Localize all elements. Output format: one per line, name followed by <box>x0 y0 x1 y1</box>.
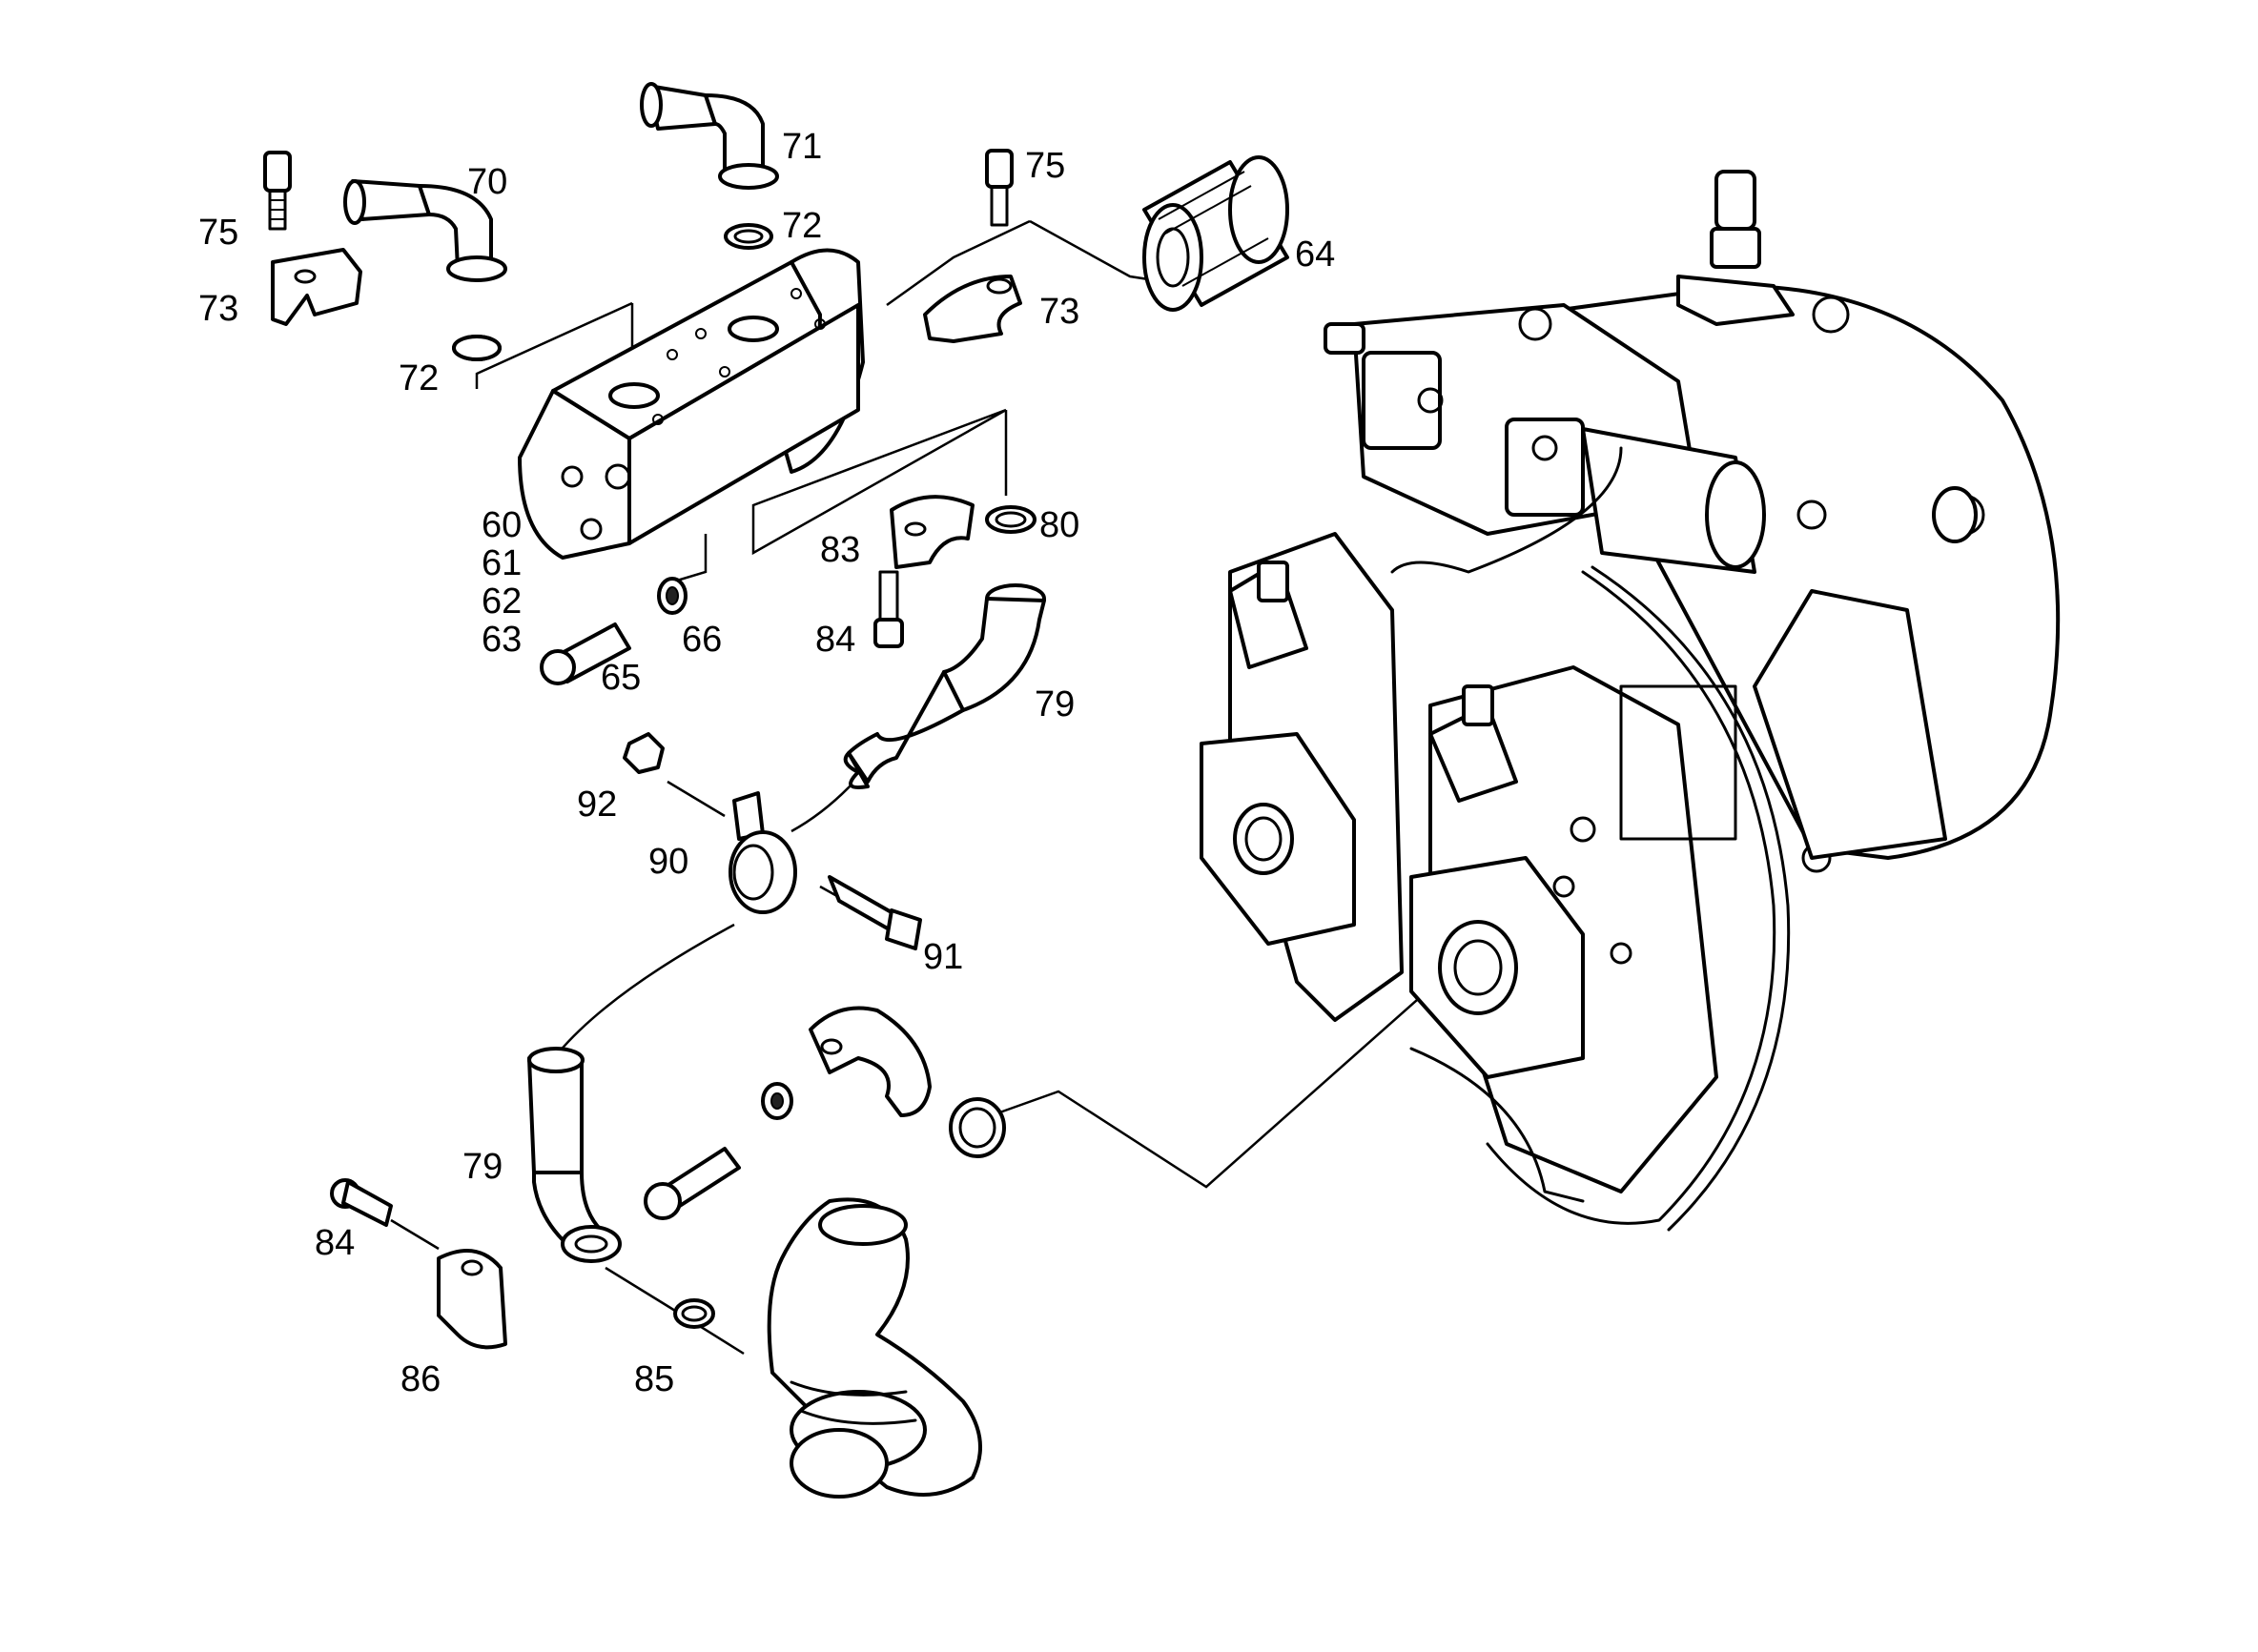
bolt-lower <box>644 1147 741 1220</box>
callout-62: 62 <box>482 581 523 622</box>
clamp-lower <box>809 1006 932 1117</box>
callout-86: 86 <box>400 1359 441 1399</box>
screw-84-top <box>873 570 904 648</box>
gear-pump-60 <box>518 248 865 560</box>
callout-90: 90 <box>648 842 689 882</box>
callout-60: 60 <box>482 505 523 545</box>
callout-80: 80 <box>1039 505 1080 545</box>
elbow-fitting-70 <box>343 179 507 361</box>
callout-92: 92 <box>577 785 618 825</box>
bolt-91 <box>828 875 922 950</box>
transmission-assembly <box>1200 170 2061 1232</box>
clamp-73-right <box>923 275 1022 343</box>
nut-92 <box>623 732 665 774</box>
callout-70: 70 <box>467 162 508 202</box>
callout-71: 71 <box>782 127 823 167</box>
bolt-65 <box>540 622 631 685</box>
callout-73-left: 73 <box>198 289 239 329</box>
callout-61: 61 <box>482 543 523 583</box>
suction-elbow <box>767 1097 1006 1499</box>
callout-65: 65 <box>601 658 642 698</box>
callout-72-left: 72 <box>399 358 440 398</box>
callout-79-bottom: 79 <box>462 1147 503 1187</box>
spline-coupling-64 <box>1142 155 1289 312</box>
clip-90 <box>729 791 797 914</box>
o-rings-72 <box>452 335 502 361</box>
leader-lines <box>390 219 1460 1356</box>
callout-63: 63 <box>482 620 523 660</box>
screw-84-bottom <box>330 1178 393 1227</box>
callout-64: 64 <box>1295 235 1336 275</box>
clamp-86 <box>437 1249 507 1350</box>
o-ring-85 <box>673 1298 715 1329</box>
callout-85: 85 <box>634 1359 675 1399</box>
callout-72-right: 72 <box>782 206 823 246</box>
callout-79-top: 79 <box>1035 684 1076 724</box>
washer-66 <box>657 577 688 615</box>
washer-lower <box>761 1082 793 1120</box>
hose-79-top <box>843 583 1046 789</box>
callout-75-left: 75 <box>198 213 239 253</box>
callout-73-right: 73 <box>1039 292 1080 332</box>
clamp-83 <box>890 495 975 569</box>
callout-75-right: 75 <box>1025 146 1066 186</box>
callout-84-top: 84 <box>815 620 856 660</box>
elbow-fitting-71 <box>640 82 779 250</box>
callout-91: 91 <box>923 937 964 977</box>
screw-75-left <box>263 151 292 231</box>
hose-79-bottom <box>527 1047 622 1263</box>
callout-66: 66 <box>682 620 723 660</box>
screw-75-right <box>985 149 1014 227</box>
callout-83: 83 <box>820 530 861 570</box>
clamp-73-left <box>271 248 362 326</box>
callout-84-bottom: 84 <box>315 1223 356 1263</box>
o-ring-80 <box>985 505 1037 534</box>
